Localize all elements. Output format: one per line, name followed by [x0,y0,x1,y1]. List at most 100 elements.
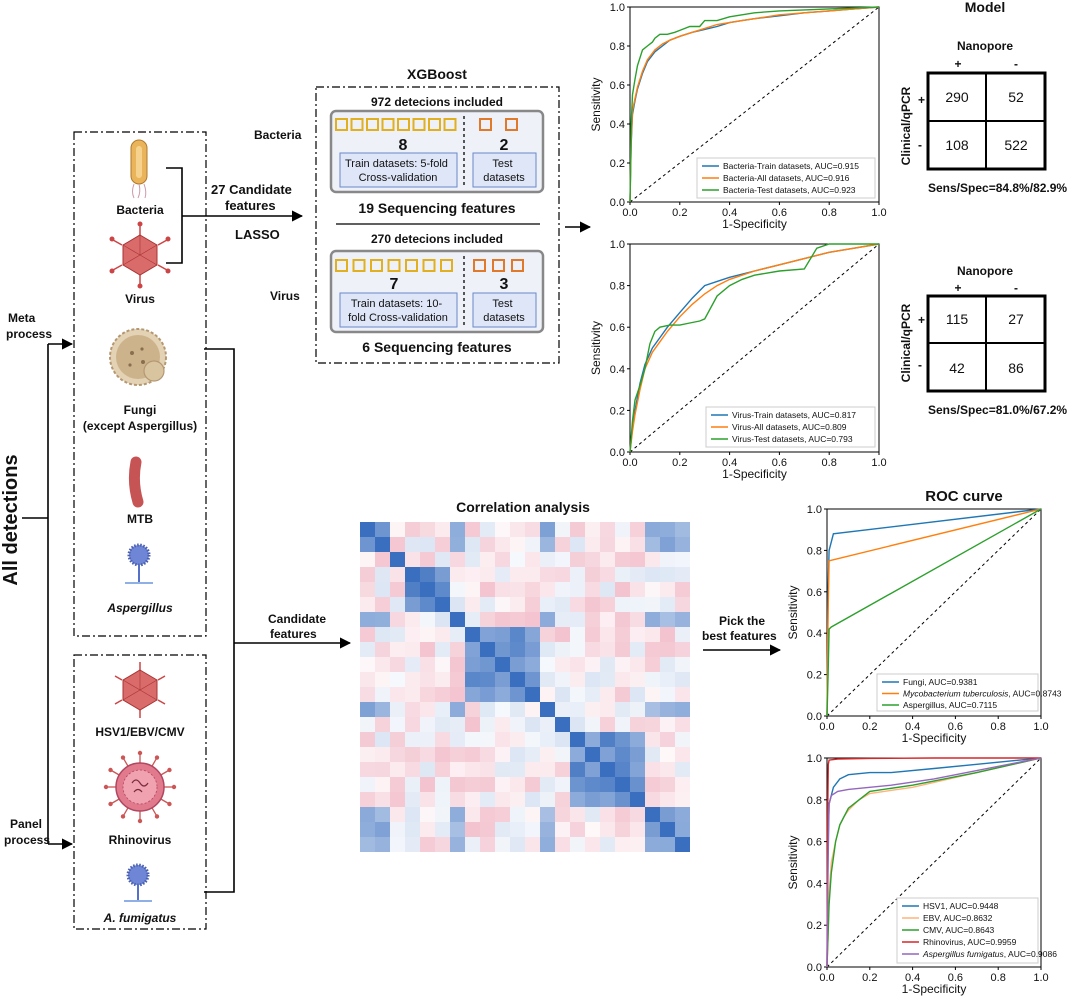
heatmap-cell [600,762,615,777]
heatmap-cell [600,732,615,747]
x-tick-label: 0.6 [948,721,963,733]
heatmap-cell [465,777,480,792]
heatmap-cell [420,822,435,837]
heatmap-cell [645,747,660,762]
heatmap-cell [435,582,450,597]
heatmap-cell [555,672,570,687]
heatmap-cell [585,777,600,792]
heatmap-cell [405,702,420,717]
train-square [350,118,364,131]
test-square [479,118,492,131]
all-detections-label: All detections [0,454,22,585]
matrix-col-header: Nanopore [957,39,1013,53]
y-tick-label: 0.4 [610,119,625,131]
heatmap-cell [495,702,510,717]
heatmap-cell [480,822,495,837]
heatmap-cell [420,807,435,822]
heatmap-cell [570,792,585,807]
heatmap-cell [375,792,390,807]
virus-features: 6 Sequencing features [362,339,512,355]
heatmap-cell [495,762,510,777]
x-tick-label: 1.0 [871,457,886,469]
heatmap-cell [360,642,375,657]
heatmap-cell [375,807,390,822]
heatmap-cell [570,807,585,822]
train-square [366,118,379,131]
heatmap-cell [390,792,405,807]
rhinovirus-icon [103,750,177,824]
matrix-row-header: Clinical/qPCR [899,86,913,165]
y-tick-label: 1.0 [610,2,625,14]
fungus-icon [109,328,167,386]
heatmap-cell [495,522,510,537]
heatmap-cell [630,552,645,567]
heatmap-cell [600,837,615,852]
heatmap-cell [660,717,675,732]
y-tick-label: 0.4 [807,878,822,890]
heatmap-cell [570,702,585,717]
heatmap-cell [360,627,375,642]
heatmap-cell [390,807,405,822]
heatmap-cell [660,642,675,657]
roc-series-line [826,757,1042,968]
heatmap-cell [525,807,540,822]
legend-box [896,897,1039,964]
heatmap-cell [585,567,600,582]
heatmap-cell [615,837,630,852]
heatmap-cell [405,807,420,822]
heatmap-cell [510,612,525,627]
heatmap-cell [480,702,495,717]
heatmap-cell [375,567,390,582]
heatmap-cell [405,777,420,792]
organism-sublabel: (except Aspergillus) [83,419,197,433]
matrix-plus: + [954,57,961,71]
heatmap-cell [495,597,510,612]
model-title: Model [965,0,1005,15]
heatmap-cell [450,732,465,747]
heatmap-cell [405,522,420,537]
heatmap-cell [495,612,510,627]
heatmap-cell [555,702,570,717]
heatmap-cell [390,627,405,642]
heatmap-cell [495,777,510,792]
heatmap-cell [630,732,645,747]
heatmap-cell [510,732,525,747]
heatmap-cell [540,732,555,747]
left-flow-lines [22,338,74,850]
y-axis-label: Sensitivity [786,585,800,639]
x-axis-label: 1-Specificity [722,467,787,481]
heatmap-cell [405,627,420,642]
heatmap-cell [495,822,510,837]
heatmap-cell [420,627,435,642]
heatmap-cell [585,822,600,837]
heatmap-cell [645,567,660,582]
heatmap-cell [420,672,435,687]
heatmap-cell [375,657,390,672]
virus-icon [109,221,171,289]
heatmap-cell [495,672,510,687]
heatmap-cell [675,552,690,567]
heatmap-cell [570,747,585,762]
candidate-features-27-label: 27 Candidate features [211,182,296,213]
heatmap-cell [645,717,660,732]
heatmap-cell [615,642,630,657]
y-tick-label: 0.0 [610,197,625,209]
heatmap-cell [540,642,555,657]
heatmap-cell [600,597,615,612]
heatmap-cell [480,522,495,537]
x-tick-label: 1.0 [1033,721,1048,733]
heatmap-cell [360,837,375,852]
heatmap-cell [555,762,570,777]
heatmap-cell [570,627,585,642]
heatmap-cell [525,597,540,612]
test-square [473,259,486,272]
heatmap-cell [615,552,630,567]
heatmap-cell [450,717,465,732]
heatmap-cell [555,777,570,792]
legend-label: Bacteria-Test datasets, AUC=0.923 [723,185,856,195]
heatmap-cell [465,627,480,642]
heatmap-cell [435,702,450,717]
heatmap-cell [420,747,435,762]
y-axis-label: Sensitivity [589,321,603,375]
heatmap-cell [540,747,555,762]
